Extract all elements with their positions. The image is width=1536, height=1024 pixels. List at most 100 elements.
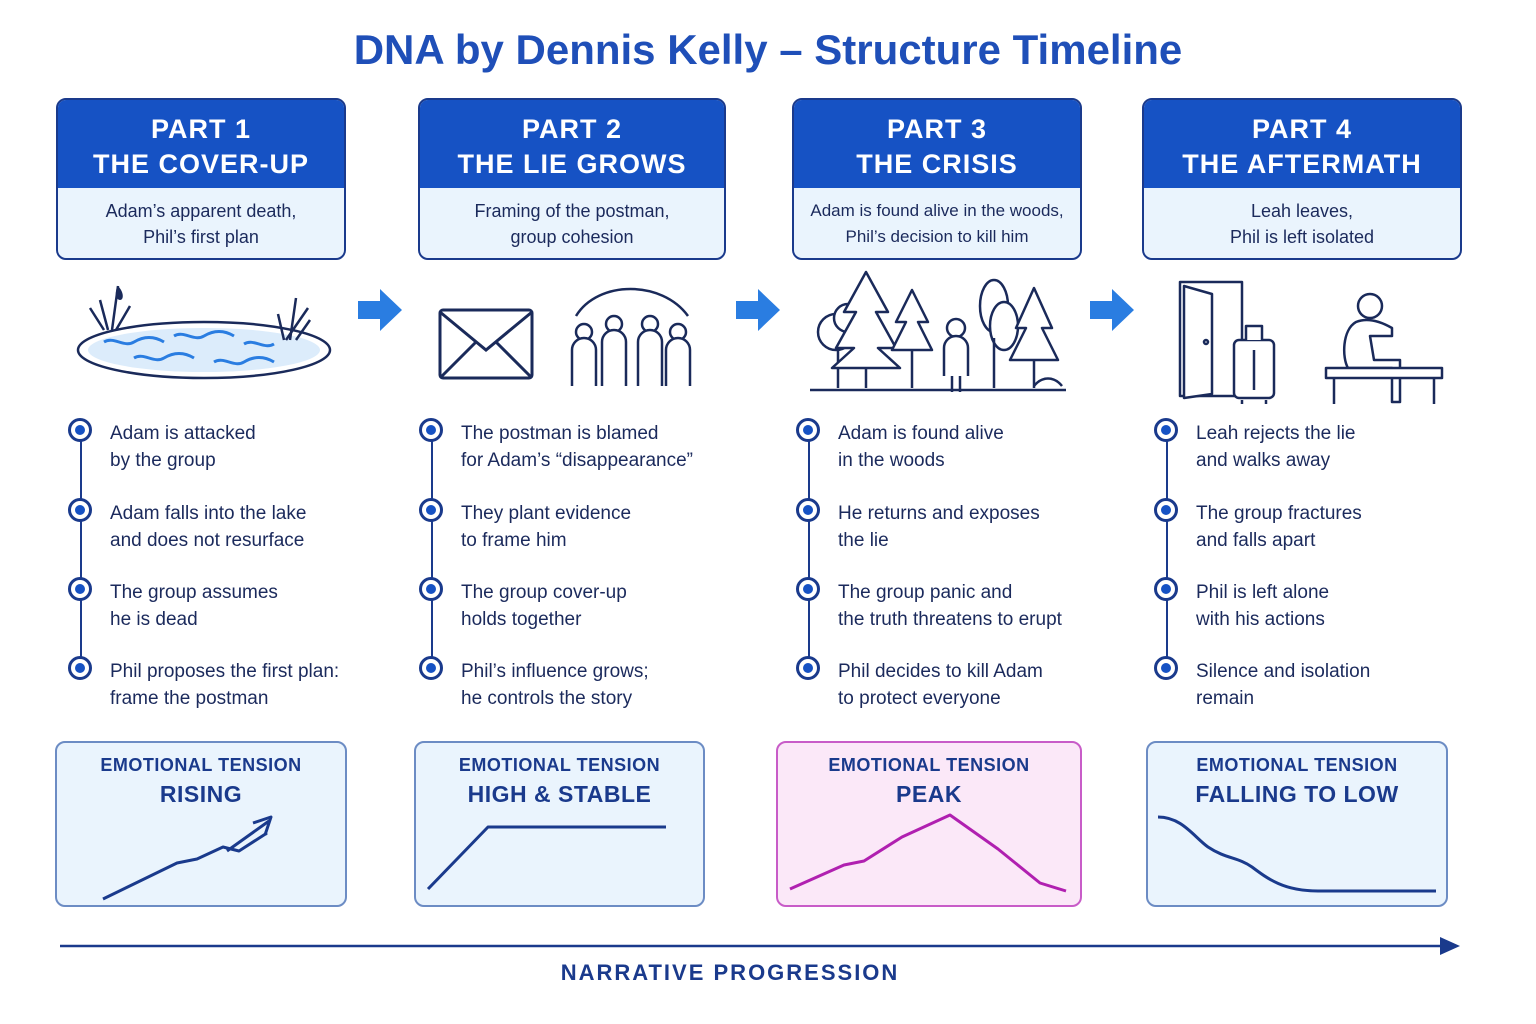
event-line: he is dead (110, 609, 198, 630)
timeline-dot-icon (796, 577, 820, 601)
tension-value: RISING (159, 781, 243, 807)
timeline-dot-icon (419, 498, 443, 522)
timeline-line (1166, 432, 1168, 670)
event-text: He returns and exposes the lie (838, 500, 1098, 554)
door-suitcase-icon (1178, 280, 1276, 404)
part-4-heading: PART 4 THE AFTERMATH (1144, 100, 1460, 188)
tension-label: EMOTIONAL TENSION (828, 755, 1030, 775)
part-4-summary-line: Leah leaves, (1250, 201, 1354, 221)
part-3-summary-line: Phil’s decision to kill him (845, 227, 1029, 246)
part-4-events: Leah rejects the lie and walks away The … (1154, 418, 1454, 718)
part-4-summary-line: Phil is left isolated (1229, 227, 1375, 247)
part-4-number: PART 4 (1251, 114, 1352, 144)
event-line: holds together (461, 609, 582, 630)
part-2-tension-panel: EMOTIONAL TENSION HIGH & STABLE (414, 741, 705, 907)
timeline-dot-icon (68, 656, 92, 680)
event-line: Adam falls into the lake (110, 503, 307, 524)
event-line: and falls apart (1196, 530, 1316, 551)
event-text: Phil decides to kill Adam to protect eve… (838, 658, 1098, 712)
event-line: the truth threatens to erupt (838, 609, 1062, 630)
event-text: Phil is left alone with his actions (1196, 579, 1456, 633)
tension-value: FALLING TO LOW (1195, 781, 1399, 807)
event-line: Phil is left alone (1196, 582, 1330, 603)
timeline-dot-icon (68, 577, 92, 601)
event-line: to protect everyone (838, 688, 1001, 709)
event-line: Phil proposes the first plan: (110, 661, 340, 682)
part-2-summary-line: group cohesion (510, 227, 634, 247)
event-line: The group assumes (110, 582, 278, 603)
part-2-heading: PART 2 THE LIE GROWS (420, 100, 724, 188)
event-line: he controls the story (461, 688, 633, 709)
part-1-summary-line: Phil’s first plan (143, 227, 259, 247)
stable-tension-curve (426, 825, 666, 891)
narrative-progression-label: NARRATIVE PROGRESSION (560, 960, 900, 985)
event-line: The group cover-up (461, 582, 627, 603)
narrative-progression-arrow-icon (60, 937, 1460, 955)
part-3-summary: Adam is found alive in the woods, Phil’s… (794, 188, 1080, 250)
event-line: Silence and isolation (1196, 661, 1371, 682)
tension-label: EMOTIONAL TENSION (1196, 755, 1398, 775)
part-1-tension-panel: EMOTIONAL TENSION RISING (55, 741, 347, 907)
event-text: The group fractures and falls apart (1196, 500, 1456, 554)
arrow-right-icon (1090, 289, 1134, 331)
rising-tension-curve (102, 815, 273, 901)
timeline-dot-icon (419, 418, 443, 442)
woods-icon (810, 270, 1066, 392)
timeline-line (431, 432, 433, 670)
timeline-dot-icon (796, 418, 820, 442)
part-3-tension-panel: EMOTIONAL TENSION PEAK (776, 741, 1082, 907)
part-2-summary-line: Framing of the postman, (474, 201, 670, 221)
event-line: Phil decides to kill Adam (838, 661, 1043, 682)
lake-icon (76, 285, 332, 380)
timeline-dot-icon (1154, 656, 1178, 680)
event-line: by the group (110, 450, 216, 471)
part-3-events: Adam is found alive in the woods He retu… (796, 418, 1096, 718)
event-text: Phil’s influence grows; he controls the … (461, 658, 721, 712)
falling-tension-curve (1157, 815, 1436, 893)
group-icon (570, 287, 692, 386)
event-text: Adam is attacked by the group (110, 420, 370, 474)
peak-tension-curve (789, 813, 1067, 893)
part-4-summary: Leah leaves, Phil is left isolated (1144, 188, 1460, 250)
timeline-dot-icon (796, 498, 820, 522)
part-3-header: PART 3 THE CRISIS Adam is found alive in… (792, 98, 1082, 260)
event-line: Adam is found alive (838, 423, 1004, 444)
page-title: DNA by Dennis Kelly – Structure Timeline (353, 26, 1183, 73)
event-text: Phil proposes the first plan: frame the … (110, 658, 370, 712)
event-text: Silence and isolation remain (1196, 658, 1456, 712)
event-line: Adam is attacked (110, 423, 256, 444)
timeline-line (808, 432, 810, 670)
part-3-summary-line: Adam is found alive in the woods, (810, 201, 1064, 220)
event-line: The postman is blamed (461, 423, 659, 444)
tension-value: HIGH & STABLE (467, 781, 652, 807)
part-2-name: THE LIE GROWS (457, 149, 687, 179)
part-3-name: THE CRISIS (856, 149, 1018, 179)
part-2-events: The postman is blamed for Adam’s “disapp… (419, 418, 719, 718)
timeline-dot-icon (68, 418, 92, 442)
timeline-dot-icon (419, 656, 443, 680)
part-1-heading: PART 1 THE COVER-UP (58, 100, 344, 188)
timeline-dot-icon (796, 656, 820, 680)
arrow-right-icon (736, 289, 780, 331)
event-text: Adam falls into the lake and does not re… (110, 500, 370, 554)
part-1-events: Adam is attacked by the group Adam falls… (68, 418, 358, 718)
part-3-heading: PART 3 THE CRISIS (794, 100, 1080, 188)
part-4-header: PART 4 THE AFTERMATH Leah leaves, Phil i… (1142, 98, 1462, 260)
event-line: and does not resurface (110, 530, 305, 551)
part-1-number: PART 1 (150, 114, 251, 144)
event-line: the lie (838, 530, 889, 551)
event-line: They plant evidence (461, 503, 632, 524)
timeline-dot-icon (68, 498, 92, 522)
event-text: Leah rejects the lie and walks away (1196, 420, 1456, 474)
event-line: remain (1196, 688, 1255, 709)
sitting-person-icon (1324, 292, 1444, 404)
event-text: They plant evidence to frame him (461, 500, 721, 554)
event-text: The postman is blamed for Adam’s “disapp… (461, 420, 721, 474)
part-1-header: PART 1 THE COVER-UP Adam’s apparent deat… (56, 98, 346, 260)
tension-label: EMOTIONAL TENSION (100, 755, 302, 775)
event-line: Leah rejects the lie (1196, 423, 1356, 444)
event-text: The group panic and the truth threatens … (838, 579, 1098, 633)
event-line: The group panic and (838, 582, 1013, 603)
timeline-line (80, 432, 82, 670)
event-line: to frame him (461, 530, 567, 551)
